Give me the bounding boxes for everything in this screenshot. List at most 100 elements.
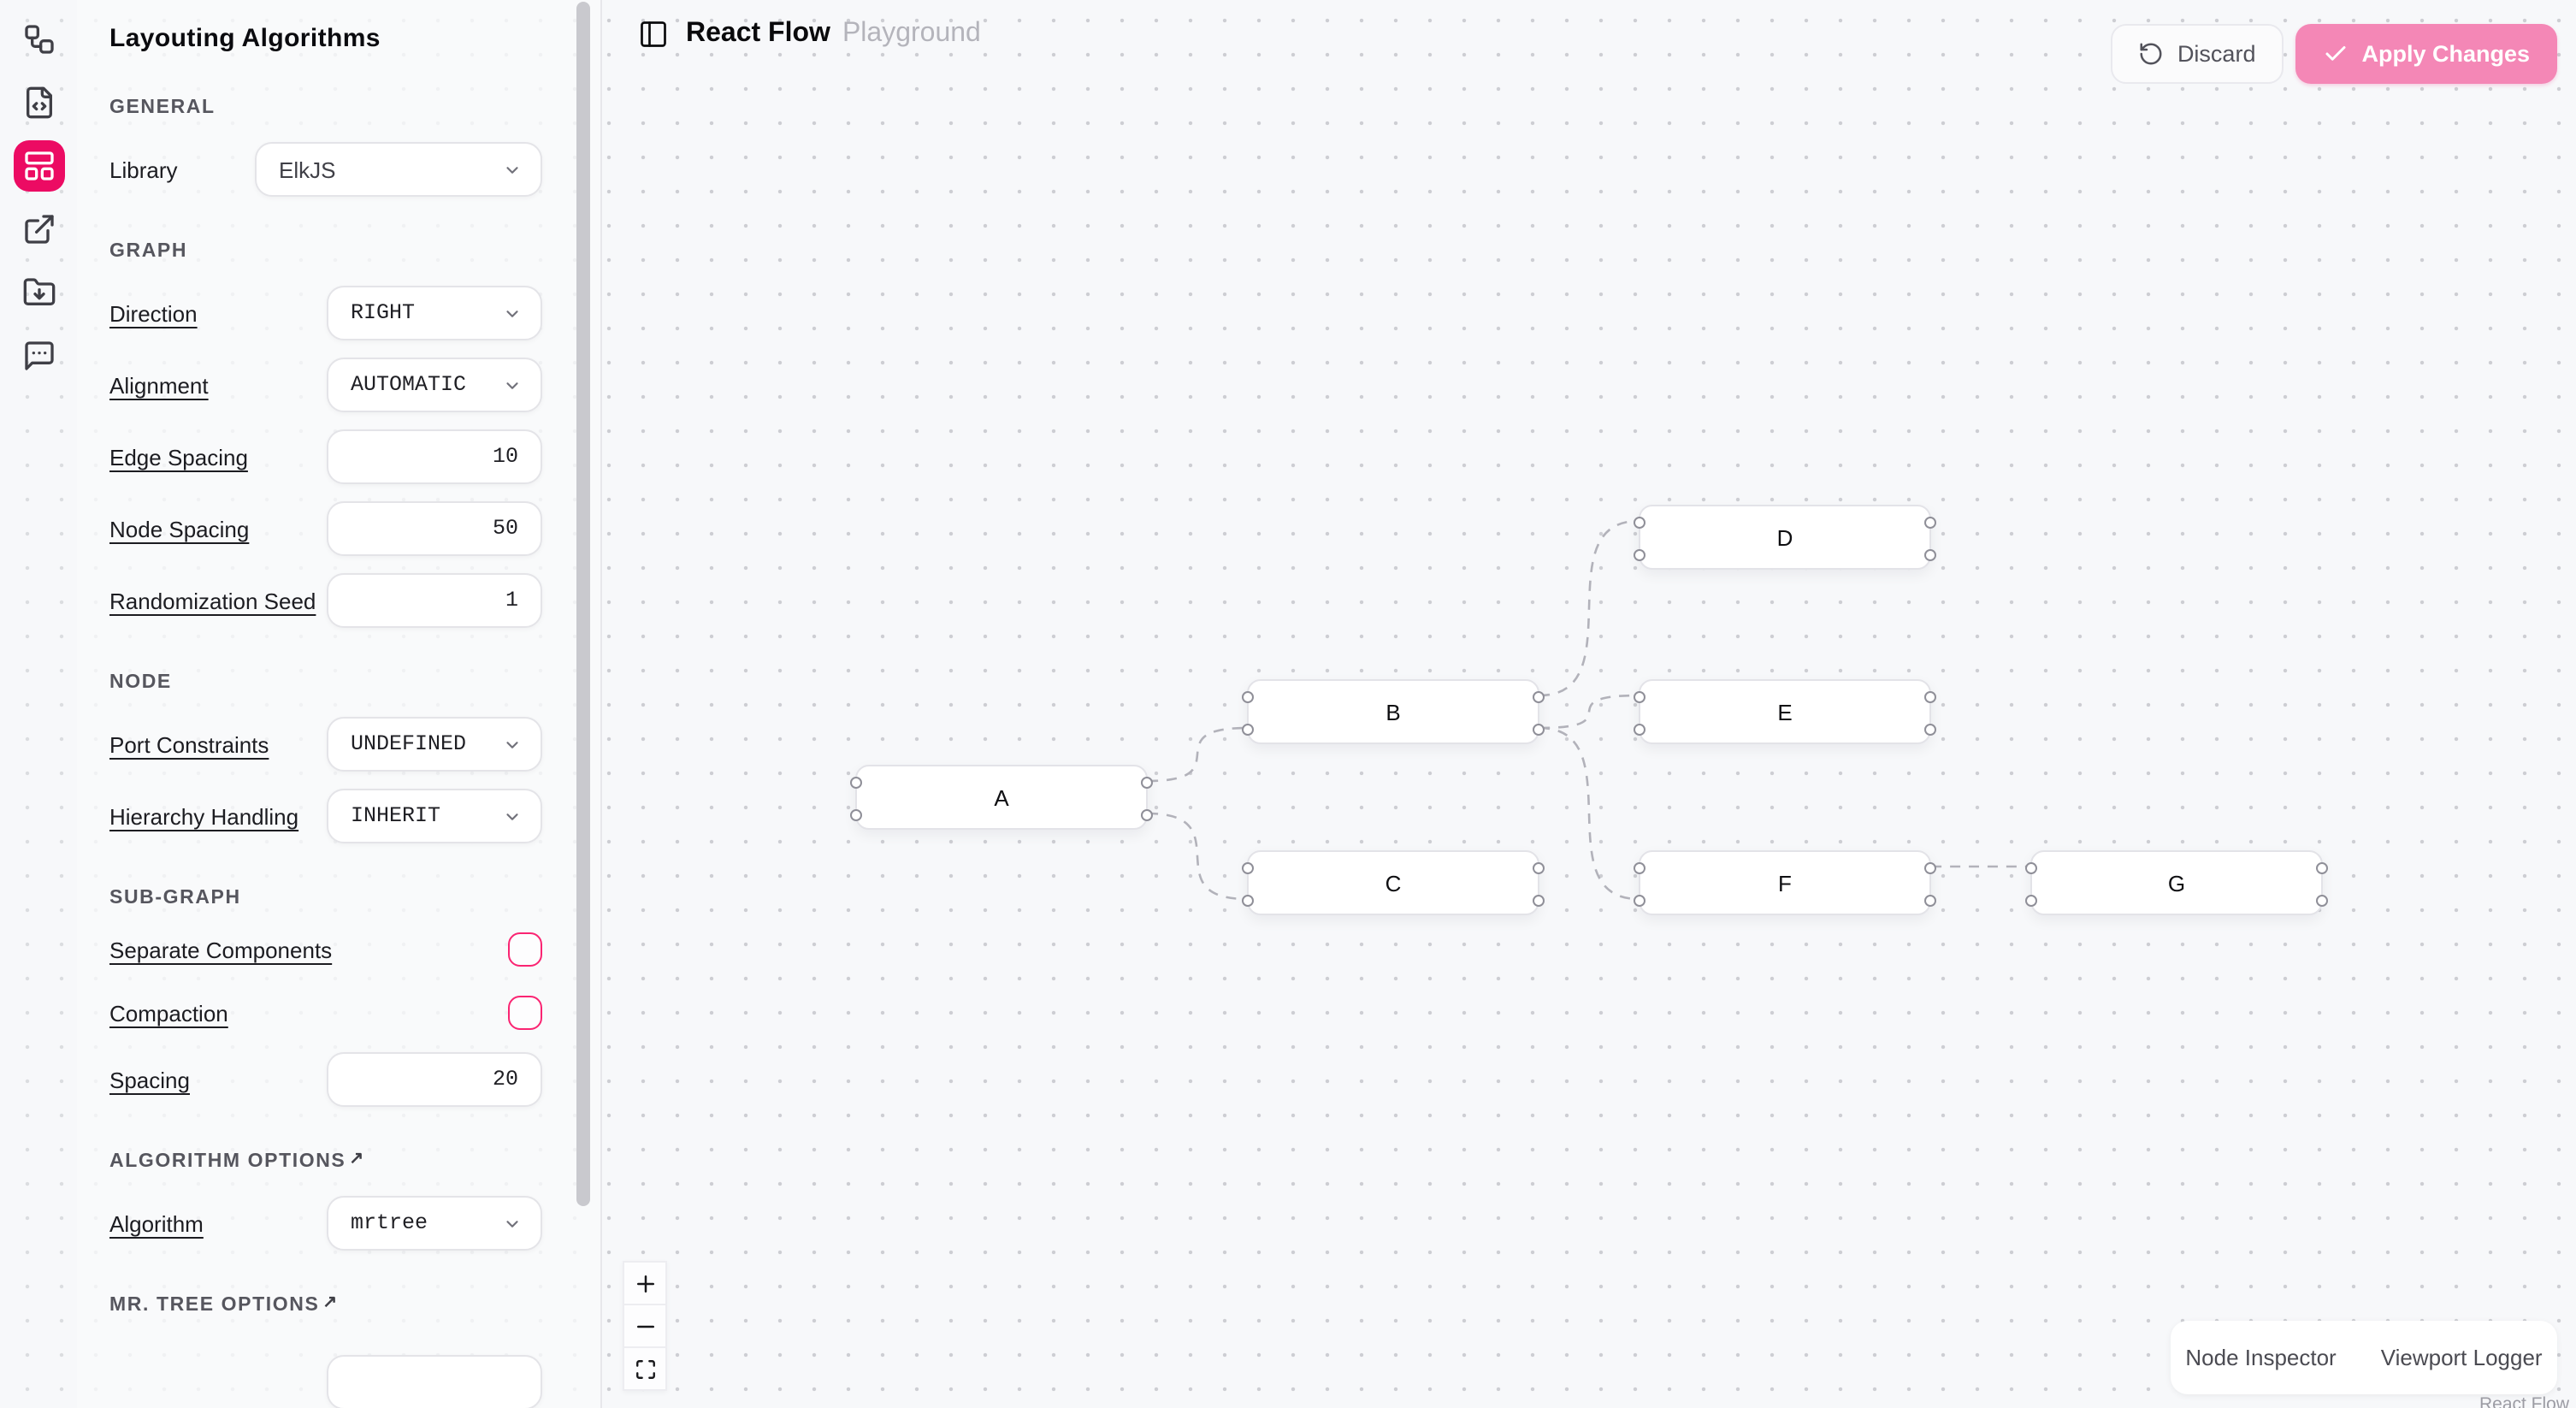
compaction-checkbox[interactable] xyxy=(508,996,542,1030)
flow-edge[interactable] xyxy=(1539,519,1640,697)
field-alignment: Alignment AUTOMATIC xyxy=(109,358,542,412)
node-handle-left-top[interactable] xyxy=(1634,862,1645,874)
flow-node[interactable]: D xyxy=(1634,505,1936,570)
mrtree-partial-select[interactable] xyxy=(327,1355,542,1408)
separate-components-label: Separate Components xyxy=(109,937,333,962)
node-spacing-input[interactable]: 50 xyxy=(327,501,542,556)
field-port-constraints: Port Constraints UNDEFINED xyxy=(109,717,542,772)
sidebar-item-feedback[interactable] xyxy=(13,330,64,382)
viewport-logger-toggle[interactable]: Viewport Logger xyxy=(2380,1345,2543,1370)
node-spacing-label: Node Spacing xyxy=(109,516,250,541)
zoom-out-button[interactable] xyxy=(623,1304,667,1348)
external-link-icon[interactable] xyxy=(322,1295,338,1316)
hierarchy-handling-select[interactable]: INHERIT xyxy=(327,789,542,843)
node-handle-right-top[interactable] xyxy=(1533,862,1545,874)
node-handle-left-bottom[interactable] xyxy=(1634,895,1645,907)
sidebar-item-file-code[interactable] xyxy=(13,77,64,128)
node-handle-right-top[interactable] xyxy=(1141,777,1153,789)
node-handle-right-bottom[interactable] xyxy=(1924,895,1936,907)
node-handle-right-bottom[interactable] xyxy=(1924,724,1936,736)
node-handle-left-bottom[interactable] xyxy=(2025,895,2037,907)
header-actions: Discard Apply Changes xyxy=(2110,24,2557,84)
node-handle-left-bottom[interactable] xyxy=(1242,724,1254,736)
flow-node[interactable]: B xyxy=(1242,679,1545,744)
external-link-icon xyxy=(24,215,53,244)
node-handle-left-top[interactable] xyxy=(1634,691,1645,703)
flow-node[interactable]: C xyxy=(1242,850,1545,915)
node-handle-right-bottom[interactable] xyxy=(1141,809,1153,821)
node-label: E xyxy=(1777,699,1793,725)
plus-icon xyxy=(636,1275,653,1292)
canvas-header: React Flow Playground xyxy=(638,19,981,50)
field-hierarchy-handling: Hierarchy Handling INHERIT xyxy=(109,789,542,843)
panel-left-icon[interactable] xyxy=(638,19,669,50)
node-handle-left-bottom[interactable] xyxy=(1634,549,1645,561)
fit-view-button[interactable] xyxy=(623,1346,667,1391)
field-randomization-seed: Randomization Seed 1 xyxy=(109,573,542,628)
flow-node[interactable]: A xyxy=(850,765,1153,830)
sidebar-item-layouting[interactable] xyxy=(13,140,64,192)
node-handle-left-top[interactable] xyxy=(2025,862,2037,874)
separate-components-checkbox[interactable] xyxy=(508,932,542,967)
direction-label: Direction xyxy=(109,300,198,326)
algorithm-select[interactable]: mrtree xyxy=(327,1196,542,1251)
node-label: B xyxy=(1385,699,1401,725)
randomization-seed-label: Randomization Seed xyxy=(109,588,316,613)
node-handle-left-top[interactable] xyxy=(1634,517,1645,529)
edge-spacing-input[interactable]: 10 xyxy=(327,429,542,484)
maximize-icon xyxy=(635,1359,654,1378)
sidebar-item-share[interactable] xyxy=(13,204,64,255)
node-handle-right-top[interactable] xyxy=(1924,691,1936,703)
field-edge-spacing: Edge Spacing 10 xyxy=(109,429,542,484)
node-handle-left-bottom[interactable] xyxy=(850,809,862,821)
node-handle-right-top[interactable] xyxy=(1924,862,1936,874)
section-mrtree-options: MR. TREE OPTIONS xyxy=(109,1295,542,1316)
sidebar-item-import[interactable] xyxy=(13,267,64,318)
flow-node-layer: A B C D E F G xyxy=(602,0,2576,1408)
compaction-label: Compaction xyxy=(109,1000,228,1026)
flow-node[interactable]: F xyxy=(1634,850,1936,915)
node-handle-right-top[interactable] xyxy=(1533,691,1545,703)
node-inspector-toggle[interactable]: Node Inspector xyxy=(2185,1345,2337,1370)
page-title: Layouting Algorithms xyxy=(109,24,381,53)
randomization-seed-input[interactable]: 1 xyxy=(327,573,542,628)
flow-node[interactable]: E xyxy=(1634,679,1936,744)
alignment-select[interactable]: AUTOMATIC xyxy=(327,358,542,412)
node-handle-right-top[interactable] xyxy=(2316,862,2328,874)
apply-changes-button[interactable]: Apply Changes xyxy=(2295,24,2557,84)
sidebar-scrollbar[interactable] xyxy=(576,2,590,1206)
flow-edge[interactable] xyxy=(1539,694,1640,730)
library-select[interactable]: ElkJS xyxy=(255,142,542,197)
devtools-panel: Node Inspector Viewport Logger xyxy=(2171,1321,2557,1394)
node-handle-left-top[interactable] xyxy=(1242,691,1254,703)
flow-edge[interactable] xyxy=(1539,726,1640,901)
icon-rail xyxy=(0,0,77,1408)
flow-edge[interactable] xyxy=(1147,726,1248,783)
node-handle-left-bottom[interactable] xyxy=(1634,724,1645,736)
flow-edge[interactable] xyxy=(1147,812,1248,901)
node-label: C xyxy=(1385,870,1402,896)
zoom-controls xyxy=(623,1261,667,1391)
external-link-icon[interactable] xyxy=(349,1151,364,1172)
node-handle-right-bottom[interactable] xyxy=(1533,895,1545,907)
node-handle-right-top[interactable] xyxy=(1924,517,1936,529)
discard-button[interactable]: Discard xyxy=(2110,24,2284,84)
sidebar-item-workflow[interactable] xyxy=(13,14,64,65)
flow-node[interactable]: G xyxy=(2025,850,2328,915)
node-handle-left-top[interactable] xyxy=(850,777,862,789)
node-handle-left-bottom[interactable] xyxy=(1242,895,1254,907)
file-code-icon xyxy=(26,86,51,119)
flow-canvas[interactable]: A B C D E F G React Flow Playground Discard Ap… xyxy=(602,0,2576,1408)
node-handle-right-bottom[interactable] xyxy=(1533,724,1545,736)
port-constraints-select[interactable]: UNDEFINED xyxy=(327,717,542,772)
node-handle-right-bottom[interactable] xyxy=(2316,895,2328,907)
section-node: NODE xyxy=(109,672,172,693)
check-icon xyxy=(2325,46,2345,61)
field-library: Library ElkJS xyxy=(109,142,542,197)
direction-select[interactable]: RIGHT xyxy=(327,286,542,340)
field-spacing: Spacing 20 xyxy=(109,1052,542,1107)
node-handle-left-top[interactable] xyxy=(1242,862,1254,874)
spacing-input[interactable]: 20 xyxy=(327,1052,542,1107)
zoom-in-button[interactable] xyxy=(623,1261,667,1305)
node-handle-right-bottom[interactable] xyxy=(1924,549,1936,561)
